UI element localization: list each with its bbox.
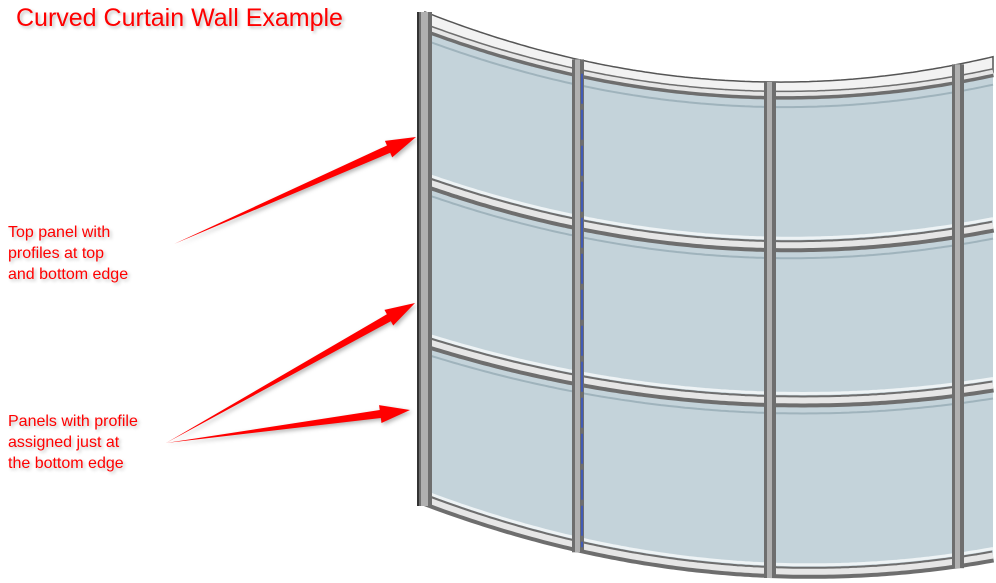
panel-edge: [424, 490, 994, 567]
annotation-top-panel: Top panel with profiles at top and botto…: [8, 224, 129, 283]
mullion-face: [767, 82, 772, 578]
mullion-face: [955, 64, 960, 569]
transom: [424, 25, 994, 97]
panel-edge: [424, 172, 994, 240]
panel-edge: [424, 39, 994, 109]
mullion-face: [575, 59, 580, 553]
panel-edge: [424, 193, 994, 260]
transom: [423, 496, 994, 575]
annotation-bottom-panels: Panels with profile assigned just at the…: [8, 413, 138, 472]
panel-edge: [424, 353, 994, 415]
arrow-top-panel: [174, 137, 416, 244]
transom: [424, 178, 994, 249]
panel-edge: [424, 332, 994, 395]
arrow-middle-panel: [166, 303, 415, 443]
diagram-title: Curved Curtain Wall Example: [16, 4, 343, 32]
arrow-bottom-panel: [166, 405, 410, 443]
glass-panels: [425, 28, 993, 573]
transom: [424, 338, 994, 404]
mullion-face: [421, 12, 428, 506]
